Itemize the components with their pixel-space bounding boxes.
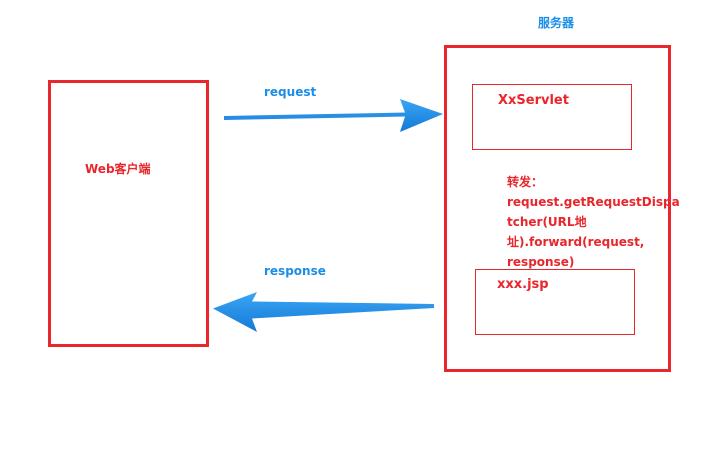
forward-note-line: tcher(URL地	[507, 215, 587, 229]
response-arrow	[213, 292, 434, 332]
response-label: response	[264, 264, 326, 278]
forward-note-line: 址).forward(request,	[507, 235, 645, 249]
servlet-box	[472, 84, 632, 150]
servlet-label: XxServlet	[498, 93, 569, 108]
forward-note-line: 转发：	[507, 175, 544, 189]
forward-note-line: response)	[507, 255, 575, 269]
request-arrow	[224, 99, 443, 132]
server-title: 服务器	[538, 16, 575, 30]
jsp-box	[475, 269, 635, 335]
forward-note-line: request.getRequestDispa	[507, 195, 680, 209]
jsp-label: xxx.jsp	[497, 277, 549, 292]
forward-note: 转发： request.getRequestDispa tcher(URL地 址…	[507, 172, 680, 272]
request-label: request	[264, 85, 317, 99]
web-client-label: Web客户端	[85, 162, 151, 176]
web-client-box	[48, 80, 209, 347]
